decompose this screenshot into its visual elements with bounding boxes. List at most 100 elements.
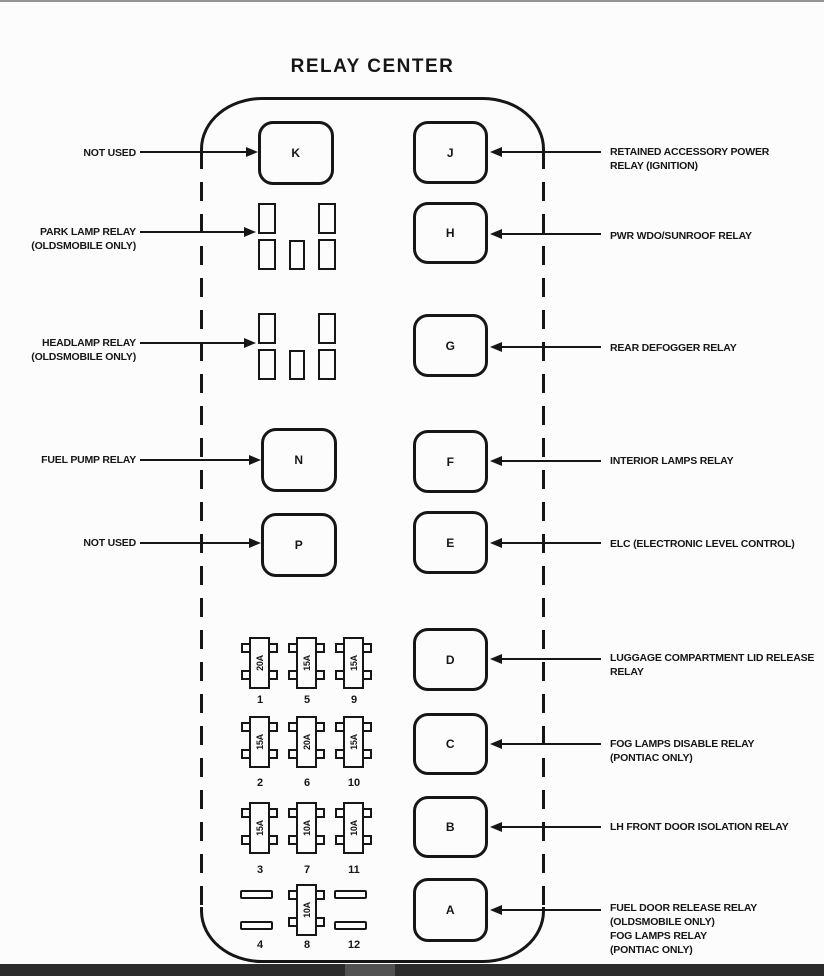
fuse-tab — [268, 643, 278, 653]
arrow-to-relay-b — [490, 821, 601, 832]
arrow-to-relay-d — [490, 653, 601, 664]
fuse-number-3: 3 — [256, 864, 264, 876]
label-rear-defogger-relay: REAR DEFOGGER RELAY — [610, 341, 737, 355]
fuse-tab — [268, 835, 278, 845]
fuse-tab — [241, 670, 251, 680]
fuse-tab — [335, 643, 345, 653]
fuse-tab — [268, 722, 278, 732]
fuse-1: 20A — [241, 637, 278, 689]
fuse-10: 15A — [335, 716, 372, 768]
label-line: NOT USED — [83, 147, 136, 159]
fuse-tab — [362, 722, 372, 732]
label-line: FUEL PUMP RELAY — [41, 454, 136, 466]
fuse-number-1: 1 — [256, 694, 264, 706]
fuse-tab — [315, 808, 325, 818]
relay-box-e: E — [413, 511, 488, 574]
label-fuel-pump-relay: FUEL PUMP RELAY — [20, 453, 136, 467]
fuse-tab — [241, 749, 251, 759]
relay-center-outline-left-dashed — [200, 150, 203, 910]
label-park-lamp-relay: PARK LAMP RELAY (OLDSMOBILE ONLY) — [20, 225, 136, 253]
fuse-5: 15A — [288, 637, 325, 689]
fuse-2: 15A — [241, 716, 278, 768]
horizontal-scrollbar-track[interactable] — [0, 964, 824, 976]
label-line: RELAY — [610, 666, 644, 678]
label-not-used-p: NOT USED — [20, 536, 136, 550]
fuse-tab — [335, 749, 345, 759]
label-line: (PONTIAC ONLY) — [610, 944, 693, 956]
label-line: FOG LAMPS DISABLE RELAY — [610, 738, 755, 750]
fuse-tab — [315, 917, 325, 927]
fuse-number-4: 4 — [256, 939, 264, 951]
fuse-9: 15A — [335, 637, 372, 689]
headlamp-relay-sockets — [258, 313, 336, 381]
relay-box-p: P — [261, 513, 337, 577]
park-lamp-relay-sockets — [258, 203, 336, 271]
label-line: (PONTIAC ONLY) — [610, 752, 693, 764]
arrow-to-park-lamp-sockets — [140, 226, 256, 237]
fuse-tab — [315, 643, 325, 653]
fuse-tab — [268, 670, 278, 680]
arrow-to-relay-p — [140, 537, 261, 548]
label-line: (OLDSMOBILE ONLY) — [31, 351, 136, 363]
fuse-number-9: 9 — [350, 694, 358, 706]
socket-rect — [318, 313, 336, 344]
label-line: FOG LAMPS RELAY — [610, 930, 707, 942]
fuse-tab — [362, 643, 372, 653]
fuse-tab — [362, 749, 372, 759]
fuse-8: 10A — [288, 884, 325, 936]
fuse-tab — [268, 749, 278, 759]
relay-box-j: J — [413, 121, 488, 184]
horizontal-scrollbar-thumb[interactable] — [345, 964, 395, 976]
label-lh-front-door-isolation-relay: LH FRONT DOOR ISOLATION RELAY — [610, 820, 789, 834]
fuse-tab — [288, 890, 298, 900]
arrow-to-relay-n — [140, 454, 261, 465]
label-retained-accessory-power-relay: RETAINED ACCESSORY POWER RELAY (IGNITION… — [610, 145, 769, 173]
label-line: ELC (ELECTRONIC LEVEL CONTROL) — [610, 538, 795, 550]
fuse-tab — [288, 808, 298, 818]
fuse-tab — [315, 835, 325, 845]
fuse-number-7: 7 — [303, 864, 311, 876]
arrow-to-relay-g — [490, 341, 601, 352]
fuse-tab — [362, 835, 372, 845]
label-line: NOT USED — [83, 537, 136, 549]
fuse-amp-label: 15A — [254, 820, 265, 836]
arrow-to-relay-e — [490, 537, 601, 548]
label-line: HEADLAMP RELAY — [41, 337, 136, 349]
socket-rect — [258, 313, 276, 344]
arrow-to-relay-f — [490, 455, 601, 466]
socket-rect — [258, 349, 276, 380]
label-line: RETAINED ACCESSORY POWER — [610, 146, 770, 158]
arrow-to-relay-j — [490, 146, 601, 157]
relay-box-f: F — [413, 430, 488, 493]
fuse-number-5: 5 — [303, 694, 311, 706]
fuse-tab — [288, 917, 298, 927]
fuse-amp-label: 10A — [348, 820, 359, 836]
fuse-tab — [362, 670, 372, 680]
relay-box-h: H — [413, 202, 488, 264]
fuse-amp-label: 20A — [254, 655, 265, 671]
fuse-tab — [335, 670, 345, 680]
top-edge-line — [0, 0, 824, 2]
arrow-to-relay-c — [490, 738, 601, 749]
fuse-tab — [315, 722, 325, 732]
fuse-tab — [241, 722, 251, 732]
empty-fuse-slot-4 — [240, 890, 273, 899]
label-fuel-door-release-fog-lamps-relay: FUEL DOOR RELEASE RELAY (OLDSMOBILE ONLY… — [610, 901, 757, 957]
arrow-to-relay-a — [490, 904, 601, 915]
fuse-tab — [288, 643, 298, 653]
fuse-7: 10A — [288, 802, 325, 854]
fuse-11: 10A — [335, 802, 372, 854]
socket-rect — [289, 240, 305, 270]
fuse-tab — [288, 835, 298, 845]
relay-box-g: G — [413, 314, 488, 377]
socket-rect — [289, 350, 305, 380]
fuse-amp-label: 15A — [254, 734, 265, 750]
label-luggage-compartment-lid-release-relay: LUGGAGE COMPARTMENT LID RELEASE RELAY — [610, 651, 814, 679]
socket-rect — [318, 203, 336, 234]
fuse-number-6: 6 — [303, 777, 311, 789]
label-line: REAR DEFOGGER RELAY — [610, 342, 737, 354]
fuse-number-11: 11 — [348, 864, 360, 876]
arrow-to-relay-h — [490, 228, 601, 239]
relay-box-d: D — [413, 628, 488, 691]
